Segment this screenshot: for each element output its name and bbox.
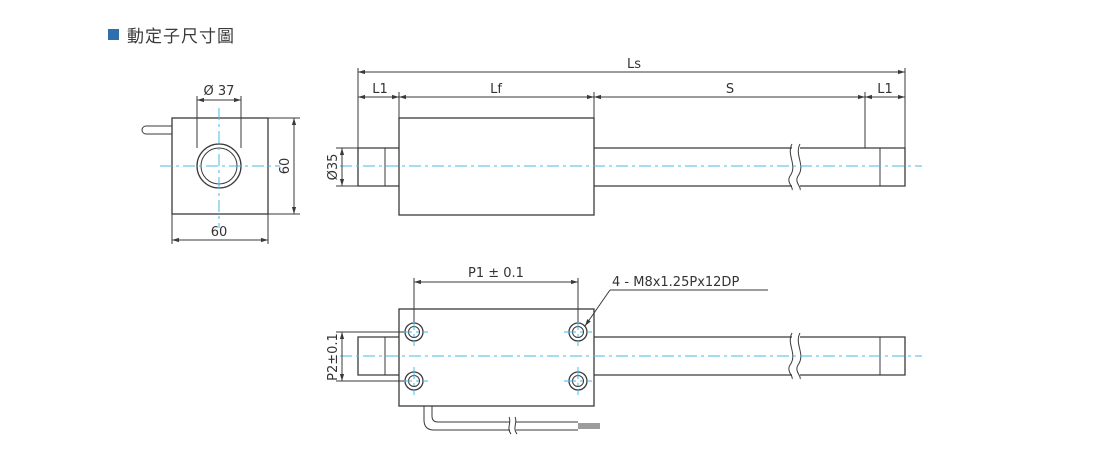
p2-label: P2±0.1	[326, 333, 341, 381]
end-diameter-label: Ø 37	[204, 84, 235, 99]
break-mark-right	[796, 143, 802, 191]
end-view-cable	[141, 125, 172, 135]
end-height-label: 60	[278, 158, 293, 175]
s-label: S	[726, 82, 734, 97]
section-title: 動定子尺寸圖	[127, 27, 235, 47]
mount-hole-br	[564, 367, 592, 395]
heading-bullet-icon	[108, 29, 119, 40]
cable-outer-b	[516, 421, 578, 431]
top-forcer-body	[398, 308, 595, 407]
break-mark-left	[788, 143, 794, 191]
cable-wires	[578, 423, 600, 429]
hole-spec-leader	[584, 289, 611, 327]
rod-diameter-label: Ø35	[326, 154, 341, 181]
end-width-label: 60	[211, 225, 228, 240]
top-rod-right-a	[594, 336, 792, 376]
p1-label: P1 ± 0.1	[468, 266, 524, 281]
cable-outer-a	[423, 406, 510, 431]
cable-break-a	[508, 416, 512, 435]
top-break-mark-right	[796, 332, 802, 380]
l1-left-label: L1	[372, 82, 388, 97]
l1-right-label: L1	[877, 82, 893, 97]
cable-inner-a	[431, 406, 510, 423]
rod-right-b	[800, 147, 906, 187]
top-view: P1 ± 0.1 4 - M8x1.25Px12DP P2±0.1	[326, 266, 922, 435]
lf-label: Lf	[490, 82, 502, 97]
hole-spec-label: 4 - M8x1.25Px12DP	[612, 275, 739, 290]
rod-right-a	[594, 147, 792, 187]
top-rod-right-b	[800, 336, 906, 376]
mount-hole-bl	[400, 367, 428, 395]
rod-left-end	[357, 147, 399, 187]
mount-hole-tl	[400, 318, 428, 346]
cable-break-b	[514, 416, 518, 435]
side-view: Ls L1 Lf S L1 Ø35	[326, 57, 922, 216]
top-break-mark-left	[788, 332, 794, 380]
mount-hole-tr	[564, 318, 592, 346]
end-view: Ø 37 60 60	[141, 84, 300, 244]
ls-label: Ls	[627, 57, 641, 72]
section-heading: 動定子尺寸圖	[108, 22, 235, 47]
